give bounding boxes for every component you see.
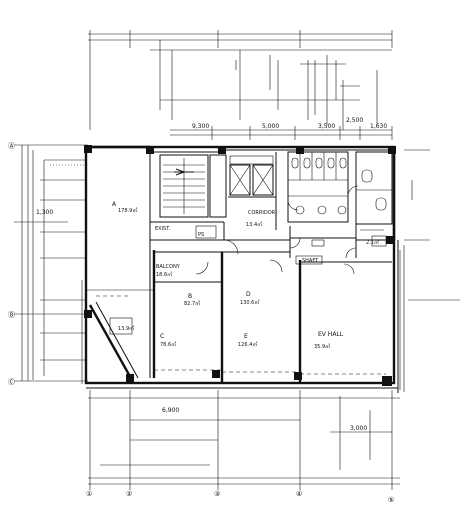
room-e-name: EV HALL [318, 331, 344, 338]
exterior-walls [84, 145, 399, 393]
room-a-area: 178.9㎡ [118, 207, 137, 214]
bottom-dimension-lines [88, 390, 400, 490]
left-room-area: 13.9㎡ [118, 325, 134, 332]
room-e-area: 126.4㎡ [238, 341, 257, 348]
exterior-annex [43, 159, 86, 384]
util-label: SHAFT [302, 258, 319, 264]
top-dimension-lines [88, 30, 393, 140]
grid-row-b: Ⓑ [8, 311, 15, 319]
balcony-area: 18.6㎡ [156, 271, 172, 278]
dim-top-2: 5,000 [262, 123, 279, 130]
room-d-name: D [246, 291, 251, 298]
grid-col-4: ④ [296, 490, 302, 498]
grid-col-3: ③ [214, 490, 220, 498]
dim-top-1: 9,300 [192, 123, 209, 130]
room-d-area: 130.6㎡ [240, 299, 259, 306]
corridor-name: CORRIDOR [248, 210, 276, 216]
grid-col-5: ⑤ [388, 496, 394, 504]
grid-col-2: ② [126, 490, 132, 498]
room-b-name: B [188, 293, 192, 300]
balcony-name: BALCONY [156, 264, 181, 270]
util-note: PS [198, 232, 204, 238]
left-dimension-lines [14, 144, 88, 382]
stairwell [159, 154, 209, 218]
room-c-area: 78.6㎡ [160, 341, 176, 348]
util-area: 2.1㎡ [366, 239, 379, 246]
dim-top-3: 3,500 [318, 123, 335, 130]
room-b-area: 82.7㎡ [184, 300, 200, 307]
grid-col-1: ① [86, 490, 92, 498]
dim-top-5: 1,630 [370, 123, 387, 130]
room-c-name: C [160, 333, 164, 340]
interior-partitions [86, 240, 405, 392]
grid-row-a: Ⓐ [8, 142, 15, 150]
dim-right-1: 3,000 [350, 425, 367, 432]
elevator-core [209, 152, 277, 230]
room-d2-name: E [244, 333, 248, 340]
right-reference-lines [404, 149, 460, 301]
lobby-area: 35.9㎡ [314, 343, 330, 350]
restroom-block [287, 151, 393, 225]
dim-top-4: 2,500 [346, 117, 363, 124]
dim-bottom-1: 6,900 [162, 407, 179, 414]
angled-balcony [88, 295, 139, 381]
lobby-walls [149, 152, 394, 265]
room-a-name: A [112, 201, 117, 208]
corridor-area: 13.4㎡ [246, 221, 262, 228]
grid-row-c: Ⓒ [8, 378, 15, 386]
side-note: EXIST. [155, 226, 171, 232]
dim-left-1: 1,300 [36, 209, 53, 216]
